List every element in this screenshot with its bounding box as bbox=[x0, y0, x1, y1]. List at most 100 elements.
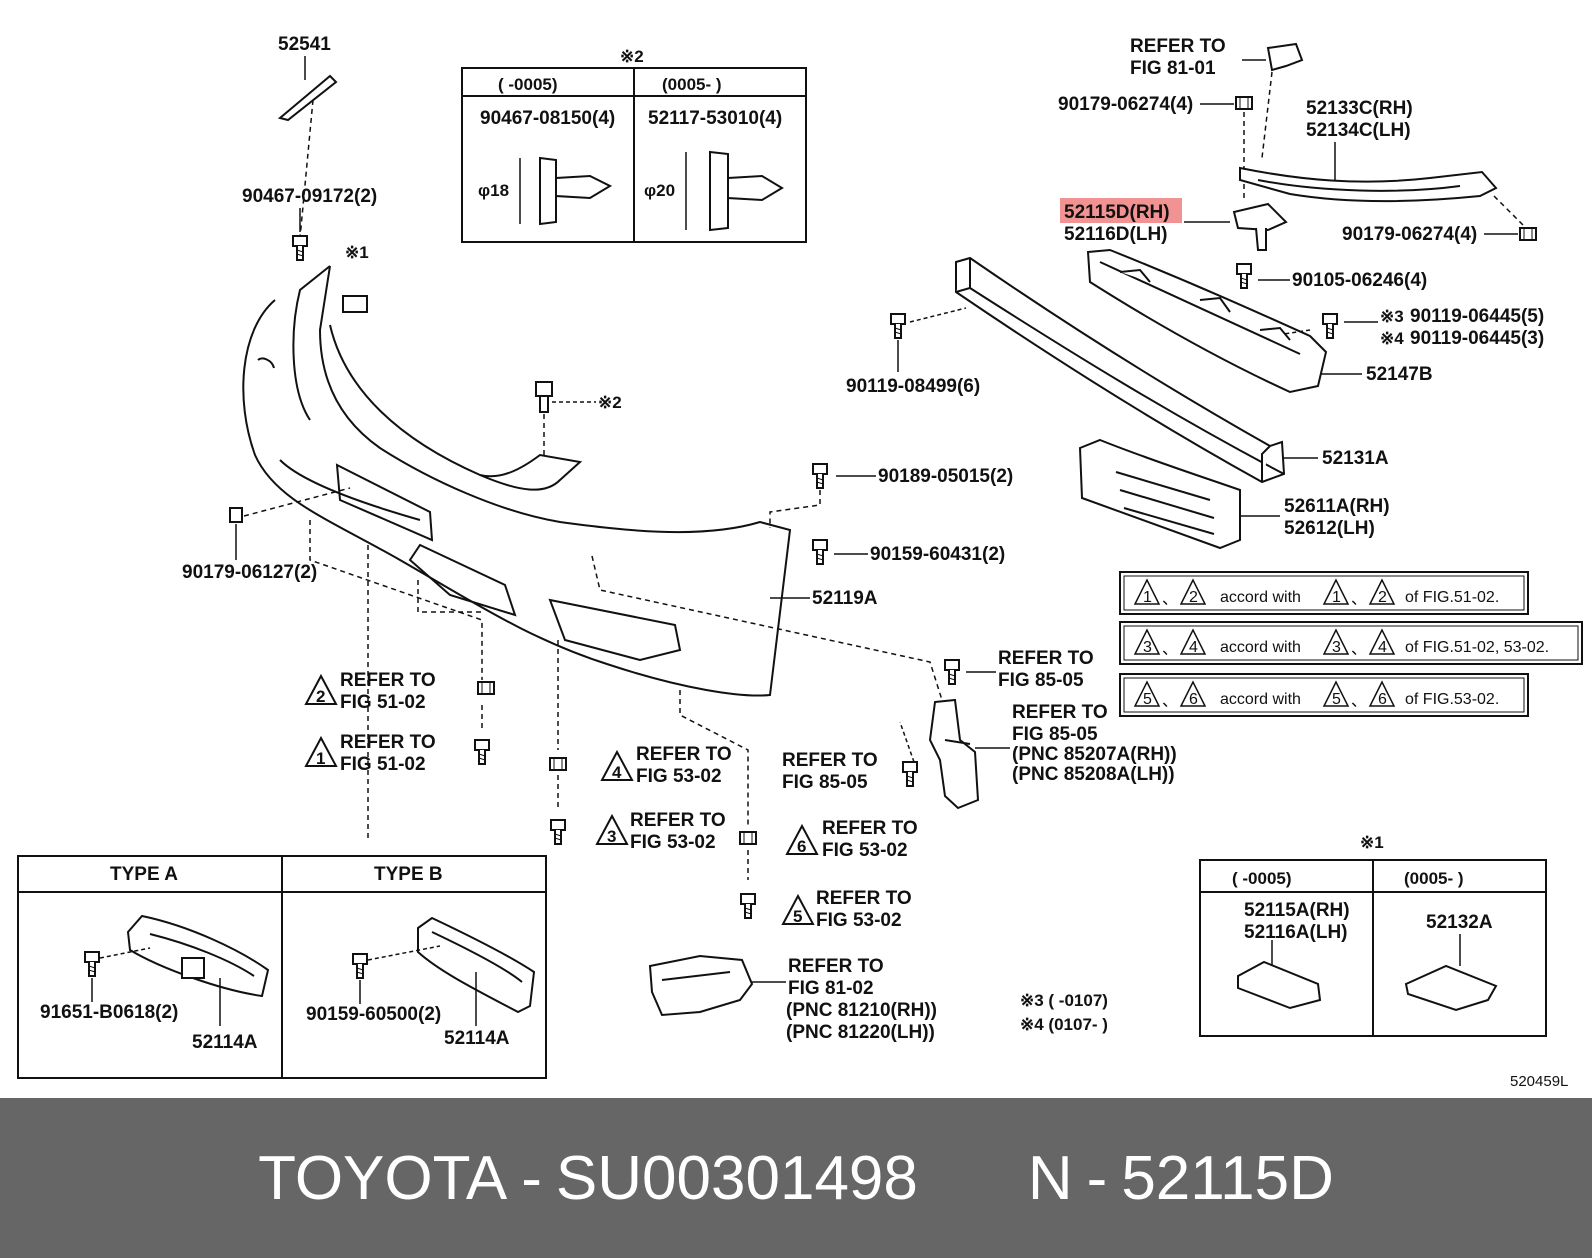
note4-range: ※4 (0107- ) bbox=[1020, 1015, 1108, 1034]
svg-text:5: 5 bbox=[793, 907, 802, 926]
refer-51-02-a-line1: REFER TO bbox=[340, 670, 436, 691]
svg-text:6: 6 bbox=[797, 837, 806, 856]
label-52114a-a: 52114A bbox=[192, 1032, 258, 1053]
refer-85-05-c-line2: FIG 85-05 bbox=[782, 772, 868, 793]
parts-diagram: 52541 90467-09172(2) ※1 52119A ※2 90179-… bbox=[17, 34, 1583, 1090]
refer-53-02-b-line1: REFER TO bbox=[630, 810, 726, 831]
footer-catalog: SU00301498 bbox=[555, 1143, 918, 1213]
clip-note2-icon bbox=[535, 381, 553, 413]
nut-53-02-b-icon bbox=[739, 831, 757, 845]
refer-85-05-c-line1: REFER TO bbox=[782, 750, 878, 771]
refer-53-02-d-line2: FIG 53-02 bbox=[816, 910, 902, 931]
nut-90179-06274-a-icon bbox=[1235, 96, 1253, 110]
label-90189-05015: 90189-05015(2) bbox=[878, 466, 1013, 487]
refer-85-05-a-line2: FIG 85-05 bbox=[998, 670, 1084, 691]
retainer-icon bbox=[342, 295, 368, 313]
svg-text:52117-53010(4): 52117-53010(4) bbox=[648, 108, 782, 129]
pnc-85207a: (PNC 85207A(RH)) bbox=[1012, 744, 1177, 765]
svg-text:φ20: φ20 bbox=[644, 181, 675, 200]
svg-text:φ18: φ18 bbox=[478, 181, 509, 200]
footer-n: N bbox=[1027, 1143, 1073, 1213]
legend-row-3: 5 、 6 accord with 5 、 6 of FIG.53-02. bbox=[1119, 673, 1529, 717]
footer-bar: TOYOTA - SU00301498 N - 52115D bbox=[0, 1098, 1592, 1258]
svg-text:2: 2 bbox=[316, 687, 325, 706]
bolt-90105-06246-icon bbox=[1236, 263, 1252, 289]
label-91651-b0618: 91651-B0618(2) bbox=[40, 1002, 178, 1023]
pnc-81220: (PNC 81220(LH)) bbox=[786, 1022, 935, 1043]
label-52147b: 52147B bbox=[1366, 364, 1433, 385]
refer-51-02-a-line2: FIG 51-02 bbox=[340, 692, 426, 713]
svg-text:6: 6 bbox=[1189, 691, 1198, 708]
tri-2-icon: 2 bbox=[304, 673, 338, 706]
svg-text:52132A: 52132A bbox=[1426, 912, 1493, 933]
svg-text:3: 3 bbox=[1332, 639, 1341, 656]
svg-text:※1: ※1 bbox=[1360, 833, 1384, 852]
svg-text:(0005- ): (0005- ) bbox=[662, 75, 722, 94]
clip-90189-05015-icon bbox=[812, 463, 828, 489]
footer-part: 52115D bbox=[1121, 1143, 1334, 1213]
pnc-81210: (PNC 81210(RH)) bbox=[786, 1000, 937, 1021]
label-52115d: 52115D(RH) bbox=[1064, 202, 1170, 223]
bolt-53-02-icon bbox=[550, 819, 566, 845]
svg-text:、: 、 bbox=[1162, 693, 1178, 710]
clip-90467-09172-icon bbox=[292, 235, 308, 261]
svg-text:1: 1 bbox=[1143, 589, 1152, 606]
refer-85-05-a-line1: REFER TO bbox=[998, 648, 1094, 669]
legend-row-2: 3 、 4 accord with 3 、 4 of FIG.51-02, 53… bbox=[1119, 621, 1583, 665]
note3-mark: ※3 bbox=[1380, 307, 1404, 326]
bolt-85-05-a-icon bbox=[944, 659, 960, 685]
svg-text:、: 、 bbox=[1162, 641, 1178, 658]
svg-text:、: 、 bbox=[1351, 641, 1367, 658]
tri-3-icon: 3 bbox=[595, 813, 629, 846]
bolt-53-02-b-icon bbox=[740, 893, 756, 919]
svg-text:2: 2 bbox=[1378, 589, 1387, 606]
svg-text:accord with: accord with bbox=[1220, 691, 1301, 708]
svg-text:accord with: accord with bbox=[1220, 589, 1301, 606]
note1-mark: ※1 bbox=[345, 243, 369, 262]
type-a-title: TYPE A bbox=[110, 864, 178, 885]
svg-text:2: 2 bbox=[1189, 589, 1198, 606]
label-52541: 52541 bbox=[278, 34, 331, 55]
svg-text:4: 4 bbox=[1189, 639, 1198, 656]
svg-text:1: 1 bbox=[1332, 589, 1341, 606]
bolt-90119-08499-icon bbox=[890, 313, 906, 339]
drawing-number: 520459L bbox=[1510, 1073, 1568, 1090]
svg-text:、: 、 bbox=[1351, 591, 1367, 608]
legend-row-1: 1 、 2 accord with 1 、 2 of FIG.51-02. bbox=[1119, 571, 1529, 615]
svg-text:1: 1 bbox=[316, 749, 325, 768]
washer-bracket-drawing bbox=[928, 698, 980, 810]
reinforcement-52131a-drawing bbox=[955, 256, 1286, 484]
svg-text:52116A(LH): 52116A(LH) bbox=[1244, 922, 1348, 943]
note2-mark-clip: ※2 bbox=[598, 393, 622, 412]
refer-81-01-line1: REFER TO bbox=[1130, 36, 1226, 57]
absorber-52611a-drawing bbox=[1078, 438, 1241, 550]
label-90159-60500: 90159-60500(2) bbox=[306, 1004, 441, 1025]
svg-text:of FIG.53-02.: of FIG.53-02. bbox=[1405, 691, 1499, 708]
molding-52541-drawing bbox=[277, 74, 338, 122]
label-90105-06246: 90105-06246(4) bbox=[1292, 270, 1427, 291]
label-90159-60431: 90159-60431(2) bbox=[870, 544, 1005, 565]
refer-53-02-b-line2: FIG 53-02 bbox=[630, 832, 716, 853]
svg-text:3: 3 bbox=[607, 827, 616, 846]
nut-53-02-icon bbox=[549, 757, 567, 771]
svg-text:5: 5 bbox=[1332, 691, 1341, 708]
label-90467-09172: 90467-09172(2) bbox=[242, 186, 377, 207]
footer-title: TOYOTA - SU00301498 N - 52115D bbox=[0, 1098, 1592, 1258]
type-box: TYPE A TYPE B 91651-B0618(2) 52114A 9015… bbox=[17, 855, 547, 1079]
table-note2: ※2 ( -0005) (0005- ) 90467-08150(4) 5211… bbox=[461, 47, 807, 243]
bolt-85-05-b-icon bbox=[902, 761, 918, 787]
footer-sep-2: - bbox=[1086, 1143, 1108, 1213]
label-52611a: 52611A(RH) bbox=[1284, 496, 1390, 517]
svg-text:※2: ※2 bbox=[620, 47, 644, 66]
label-90179-06127: 90179-06127(2) bbox=[182, 562, 317, 583]
svg-text:5: 5 bbox=[1143, 691, 1152, 708]
refer-53-02-c-line1: REFER TO bbox=[822, 818, 918, 839]
refer-81-02-line1: REFER TO bbox=[788, 956, 884, 977]
svg-text:4: 4 bbox=[612, 763, 622, 782]
clip-90179-06127-icon bbox=[229, 507, 243, 523]
label-52131a: 52131A bbox=[1322, 448, 1389, 469]
bumper-cover-52119a-drawing bbox=[242, 265, 792, 697]
refer-53-02-c-line2: FIG 53-02 bbox=[822, 840, 908, 861]
refer-51-02-b-line2: FIG 51-02 bbox=[340, 754, 426, 775]
refer-85-05-b-line2: FIG 85-05 bbox=[1012, 724, 1098, 745]
